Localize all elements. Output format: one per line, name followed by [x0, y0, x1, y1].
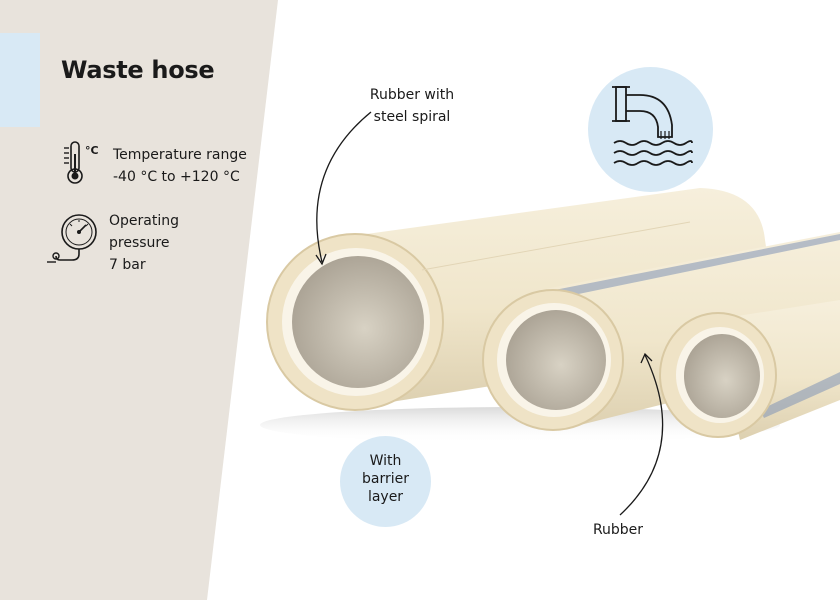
- rubber-label: Rubber: [592, 522, 644, 538]
- pressure-label-line2: pressure: [109, 235, 170, 251]
- page-title: Waste hose: [61, 56, 215, 84]
- pressure-label-line1: Operating: [109, 213, 179, 229]
- rubber-steel-spiral-label: Rubber with steel spiral: [360, 84, 464, 128]
- barrier-line1: With: [369, 453, 402, 469]
- waste-water-outflow-icon: [612, 86, 693, 166]
- waste-icon-bubble: [588, 67, 713, 192]
- temperature-label: Temperature range: [113, 147, 247, 163]
- celsius-unit: °C: [85, 144, 99, 157]
- pressure-gauge-icon: [47, 214, 97, 263]
- pressure-spec: Operating pressure 7 bar: [109, 210, 179, 276]
- barrier-line2: barrier: [362, 471, 409, 487]
- hose-small: [659, 300, 840, 440]
- thermometer-icon: °C: [64, 141, 99, 184]
- rubber-steel-line1: Rubber with: [369, 87, 455, 103]
- temperature-spec: Temperature range -40 °C to +120 °C: [113, 144, 247, 188]
- temperature-value: -40 °C to +120 °C: [113, 169, 240, 185]
- hose-shadow: [260, 407, 780, 443]
- pressure-value: 7 bar: [109, 257, 146, 273]
- accent-tab: [0, 33, 40, 127]
- barrier-layer-bubble: With barrier layer: [340, 436, 431, 527]
- rubber-steel-line2: steel spiral: [373, 109, 451, 125]
- barrier-line3: layer: [367, 489, 404, 505]
- steel-spiral-arrow: [316, 111, 372, 263]
- rubber-arrow: [619, 354, 664, 516]
